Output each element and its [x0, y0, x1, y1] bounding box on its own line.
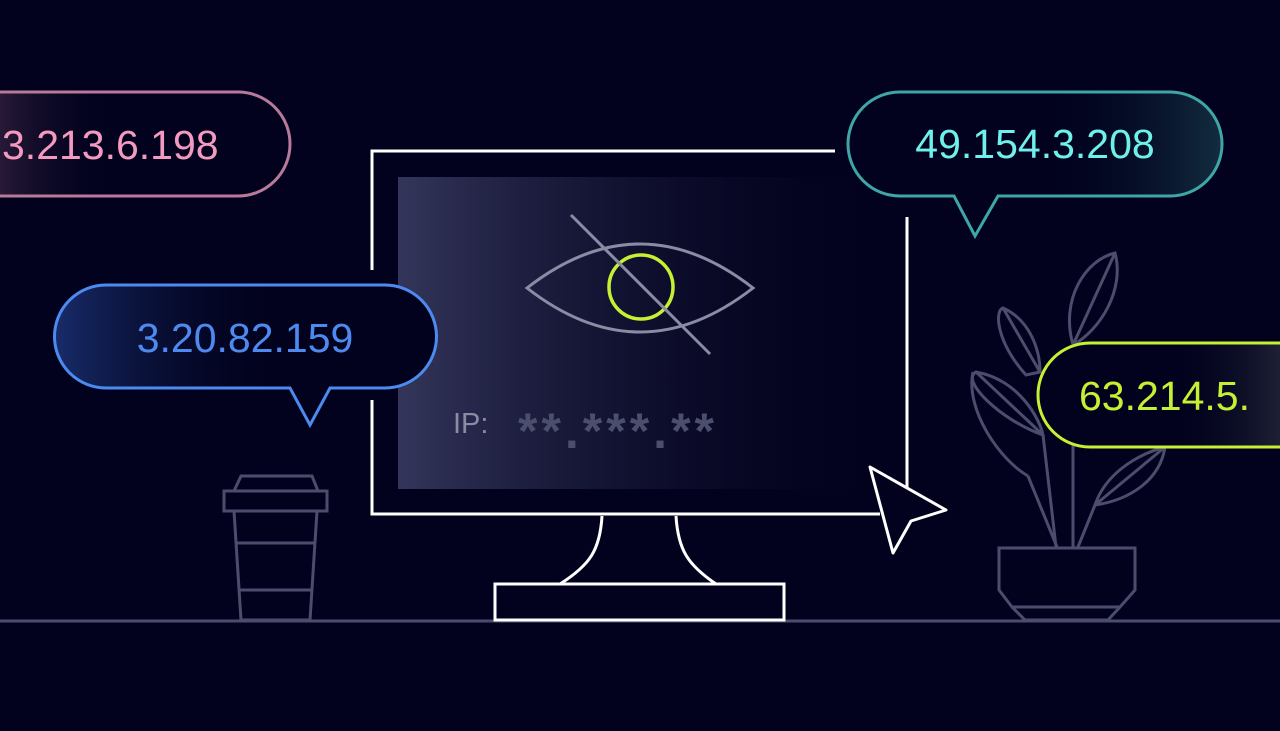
masked-ip: **.***.** — [518, 403, 718, 459]
ip-address: 63.214.5. — [1079, 373, 1250, 419]
monitor-base — [493, 582, 786, 622]
ip-label: IP: — [453, 408, 488, 440]
ip-bubble-lime: 63.214.5. — [1036, 341, 1280, 449]
ip-address: 3.213.6.198 — [2, 122, 219, 168]
eye-slash-icon — [524, 213, 756, 356]
ip-bubble-blue: 3.20.82.159 — [53, 283, 438, 429]
coffee-cup-icon — [222, 474, 329, 622]
cursor-icon — [868, 465, 948, 555]
ip-address: 49.154.3.208 — [915, 121, 1154, 167]
ip-bubble-teal: 49.154.3.208 — [846, 90, 1224, 240]
ip-address: 3.20.82.159 — [137, 315, 354, 361]
monitor — [370, 149, 909, 622]
screen-glow — [398, 177, 908, 489]
ip-bubble-pink: 3.213.6.198 — [0, 90, 292, 198]
